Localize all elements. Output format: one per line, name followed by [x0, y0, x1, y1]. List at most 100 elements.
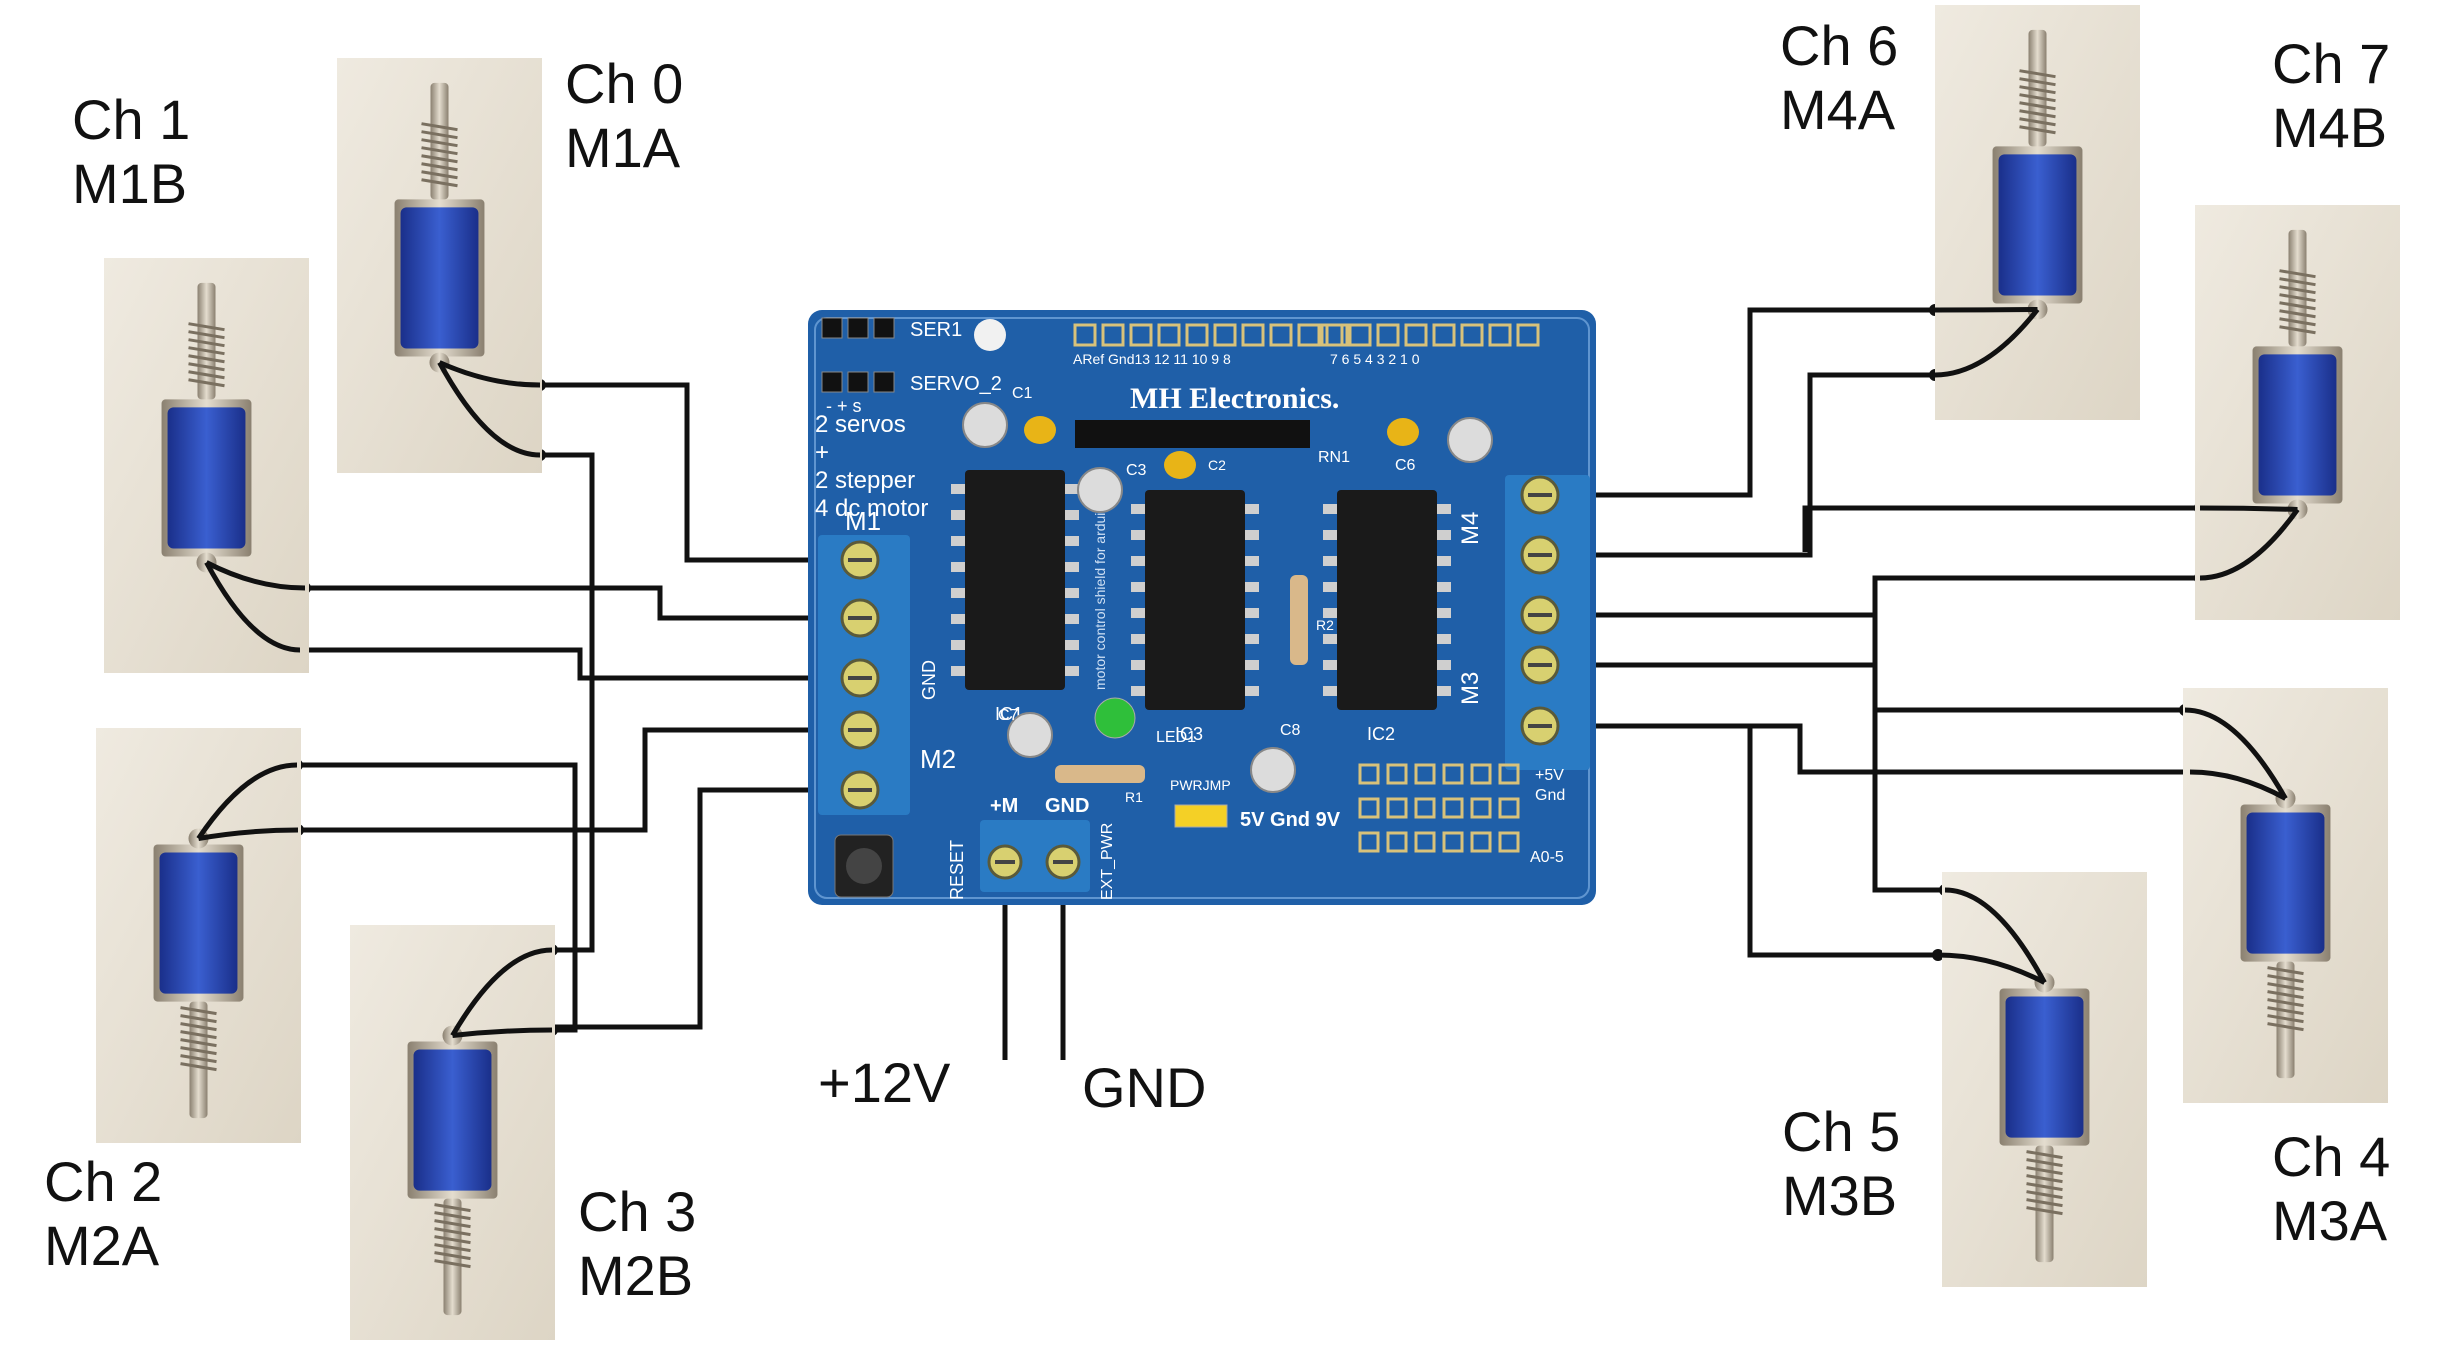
- resistor-r2: [1290, 575, 1308, 665]
- chip-pin: [1065, 562, 1079, 572]
- capacitor: [962, 402, 1008, 448]
- solenoid-spring: [180, 1038, 217, 1048]
- label-5v: +5V: [1535, 767, 1564, 784]
- chip-ic1: [965, 470, 1065, 690]
- solenoid-lead-wire: [2199, 508, 2300, 581]
- motor-terminal: M4B: [2272, 96, 2388, 160]
- chip-pin: [1437, 660, 1451, 670]
- chip-pin: [1065, 640, 1079, 650]
- chip-pin: [1323, 608, 1337, 618]
- label-reset: RESET: [947, 840, 967, 900]
- solenoid-lead-wire: [1937, 952, 2046, 985]
- pin-pad: [1320, 323, 1344, 347]
- label-c3: C3: [1126, 462, 1147, 479]
- chip-pin: [1065, 614, 1079, 624]
- chip-pin: [1323, 556, 1337, 566]
- label-m4: M4: [1457, 512, 1484, 545]
- chip-pin: [1131, 504, 1145, 514]
- chip-pin: [1131, 686, 1145, 696]
- channel-name: Ch 0: [565, 52, 684, 115]
- pin-pad: [1297, 323, 1321, 347]
- solenoid-spring: [2267, 1022, 2304, 1032]
- pin-pad: [1185, 323, 1209, 347]
- pin-pad: [1241, 323, 1265, 347]
- pin-pad: [1460, 323, 1484, 347]
- power-plus-label: +12V: [818, 1051, 951, 1114]
- chip-ic2: [1337, 490, 1437, 710]
- label-ch2: Ch 2 M2A: [44, 1150, 162, 1279]
- chip-pin: [1245, 660, 1259, 670]
- channel-name: Ch 2: [44, 1150, 163, 1213]
- solenoid-plunger: [430, 82, 449, 200]
- header-pin: [873, 317, 895, 339]
- chip-pin: [1437, 504, 1451, 514]
- solenoid-spring: [180, 1046, 217, 1056]
- wire: [1540, 307, 1935, 498]
- chip-pin: [1323, 686, 1337, 696]
- label-jumper-values: 5V Gnd 9V: [1240, 809, 1341, 831]
- chip-pin: [1437, 530, 1451, 540]
- chip-pin: [1437, 634, 1451, 644]
- solenoid-spring: [180, 1030, 217, 1040]
- solenoid-plunger: [2288, 229, 2307, 347]
- solenoid-spring: [180, 1022, 217, 1032]
- pin-pad: [1432, 323, 1456, 347]
- solenoid-ch0: [337, 58, 542, 473]
- pin-pad: [1498, 797, 1520, 819]
- pin-pad: [1516, 323, 1540, 347]
- label-ch7: Ch 7 M4B: [2272, 32, 2390, 161]
- solenoid-spring: [2279, 301, 2316, 311]
- motor-terminal: M1B: [72, 152, 188, 216]
- solenoid-spring: [2026, 1190, 2063, 1200]
- chip-pin: [1065, 588, 1079, 598]
- solenoid-spring: [180, 1006, 217, 1016]
- solenoid-lead-wire: [452, 1027, 553, 1038]
- solenoid-spring: [2267, 1006, 2304, 1016]
- wire: [540, 452, 595, 953]
- resistor-r1: [1055, 765, 1145, 783]
- header-pin: [873, 371, 895, 393]
- pin-pad: [1358, 831, 1380, 853]
- solenoid-spring: [434, 1243, 471, 1253]
- label-gnd-left: GND: [919, 660, 939, 700]
- solenoid-spring: [2279, 285, 2316, 295]
- solenoid-lead-wire: [1944, 887, 2047, 984]
- chip-pin: [1131, 530, 1145, 540]
- pin-pad: [1073, 323, 1097, 347]
- board-desc-line: +: [815, 439, 829, 466]
- reset-button-cap: [846, 848, 882, 884]
- solenoid-lead-wire: [1934, 307, 2040, 378]
- label-ch6: Ch 6 M4A: [1780, 14, 1898, 143]
- solenoid-lead-wire: [437, 361, 541, 458]
- wire: [1540, 662, 2185, 713]
- pin-pad: [1470, 763, 1492, 785]
- channel-name: Ch 5: [1782, 1100, 1901, 1163]
- label-m1: M1: [845, 506, 881, 536]
- solenoid-spring: [2019, 125, 2056, 135]
- label-m2: M2: [920, 744, 956, 774]
- motor-terminal: M3B: [1782, 1164, 1898, 1228]
- wire: [550, 787, 830, 1030]
- pin-pad: [1358, 797, 1380, 819]
- chip-pin: [951, 640, 965, 650]
- solenoid-lead-wire: [2199, 505, 2298, 512]
- solenoid-lead-wire: [438, 360, 541, 388]
- solenoid-spring: [2267, 974, 2304, 984]
- solenoid-spring: [2279, 293, 2316, 303]
- label-ext-pwr: EXT_PWR: [1099, 823, 1116, 900]
- solenoid-spring: [2279, 269, 2316, 279]
- wire: [298, 727, 830, 833]
- label-led1: LED1: [1156, 729, 1196, 746]
- solenoid-spring: [2026, 1206, 2063, 1216]
- label-gnd-ext: GND: [1045, 795, 1089, 817]
- chip-pin: [951, 614, 965, 624]
- solenoid-spring: [2019, 77, 2056, 87]
- solenoid-ch7: [2195, 205, 2400, 620]
- solenoid-coil: [2258, 354, 2337, 496]
- label-c7: C7: [998, 707, 1019, 724]
- solenoid-lead-wire: [205, 560, 306, 591]
- label-r2: R2: [1316, 617, 1334, 633]
- header-pin: [847, 317, 869, 339]
- solenoid-ch2: [96, 728, 301, 1143]
